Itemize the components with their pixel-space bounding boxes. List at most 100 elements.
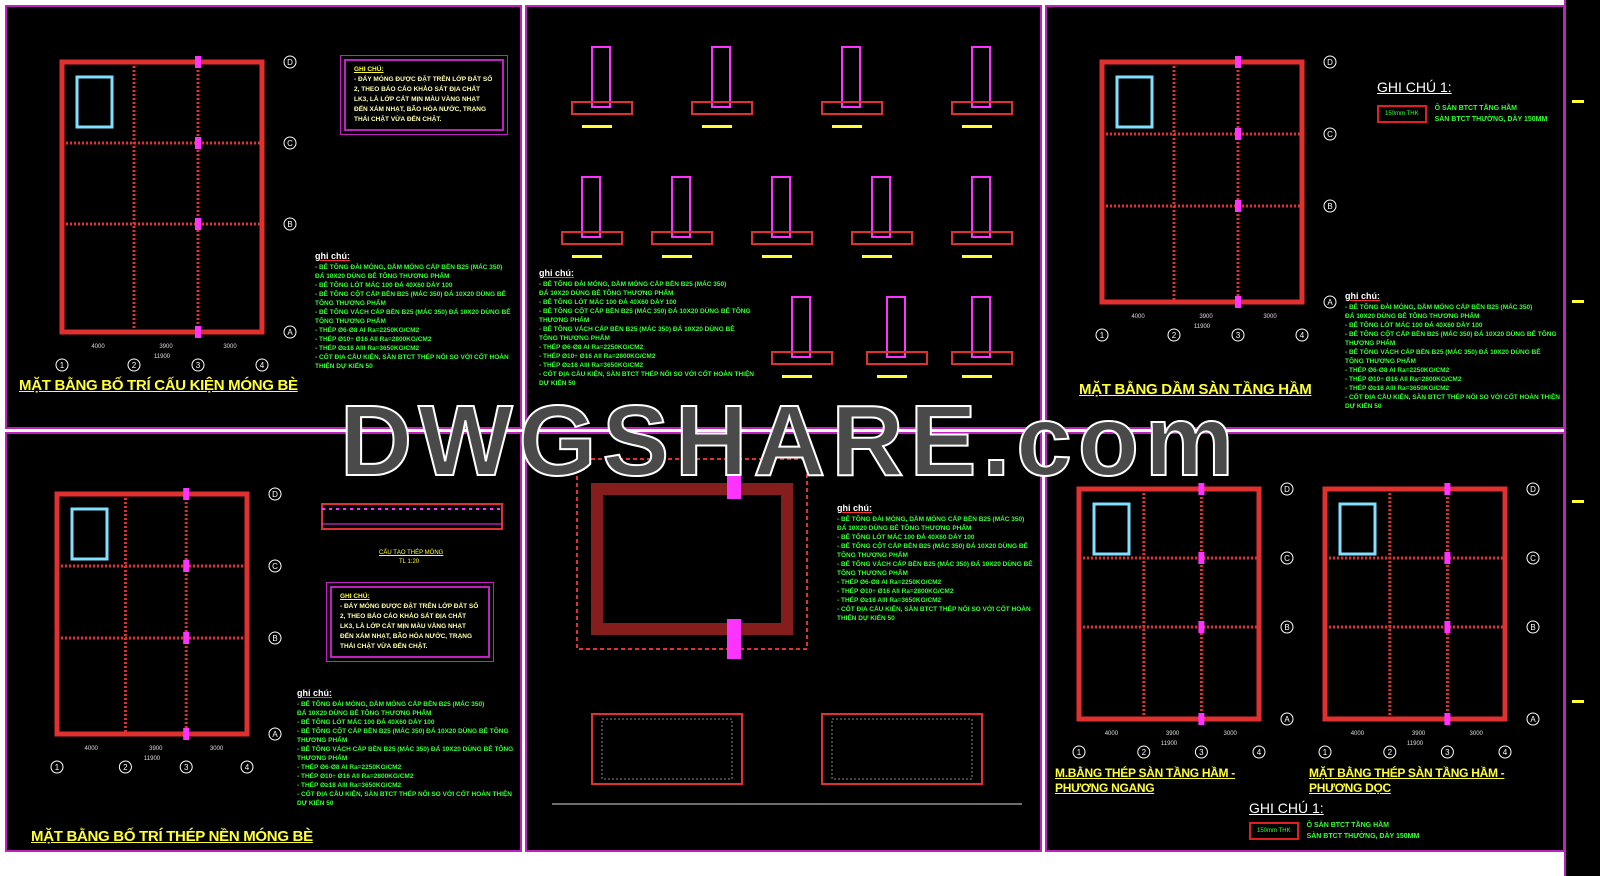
note-line: - BÊ TÔNG CỘT CẤP BỀN B25 (MÁC 350) ĐÁ 1… [1345,331,1557,347]
section-footing [651,231,713,245]
axis-bubble [240,760,254,774]
slab-legend-box: 150mm THK [1377,105,1427,123]
axis-bubble [1231,328,1245,342]
note-line: - BÊ TÔNG VÁCH CẤP BỀN B25 (MÁC 350) ĐÁ … [837,561,1033,577]
column [195,56,201,68]
axis-bubble [283,55,297,69]
column [1235,296,1241,308]
axis-bubble [1280,482,1294,496]
axis-label: C [1530,554,1536,563]
section-wall [791,296,811,358]
axis-bubble [127,358,141,372]
note-line: - BÊ TÔNG ĐÀI MÓNG, DẦM MÓNG CẤP BỀN B25… [1345,304,1533,311]
dimension-label: 4000 [91,344,105,350]
dimension-total: 11900 [154,354,171,360]
ghichu-heading: GHI CHÚ 1: [1249,800,1324,816]
section-wall [711,46,731,108]
axis-label: C [272,562,278,571]
axis-label: B [1327,202,1332,211]
note-line: ĐÁ 10X20 DÙNG BÊ TÔNG THƯƠNG PHẨM [1345,313,1480,320]
stair-core [1338,502,1377,556]
note-line: - THÉP Ø10÷ Ø16 AII Ra=2800KG/CM2 [539,353,656,360]
axis-label: D [1327,58,1333,67]
section-wall [841,46,861,108]
note-line: - THÉP Ø≥18 AIII Ra=3650KG/CM2 [539,362,644,369]
callout-text: - ĐÁY MÓNG ĐƯỢC ĐẶT TRÊN LỚP ĐẤT SỐ 2, T… [340,603,479,650]
note-line: - BÊ TÔNG LÓT MÁC 100 ĐÁ 40X60 DÀY 100 [539,299,677,306]
column [1444,483,1451,495]
ghichu-heading: GHI CHÚ 1: [1377,79,1452,95]
column [183,632,190,644]
note-line: - THÉP Ø10÷ Ø16 AII Ra=2800KG/CM2 [315,336,432,343]
axis-label: C [287,139,293,148]
axis-bubble [268,727,282,741]
note-line: - BÊ TÔNG CỘT CẤP BỀN B25 (MÁC 350) ĐÁ 1… [539,308,751,324]
legend-line1: Ô SÀN BTCT TẦNG HẦM [1434,105,1518,112]
dimension-label: 3900 [1412,731,1426,737]
axis-bubble [1252,745,1266,759]
section-label [702,125,732,128]
dimension-total: 11900 [144,756,161,762]
general-notes: ghi chú: - BÊ TÔNG ĐÀI MÓNG, DẦM MÓNG CẤ… [297,689,519,808]
geology-note: GHI CHÚ: - ĐÁY MÓNG ĐƯỢC ĐẶT TRÊN LỚP ĐẤ… [326,582,494,662]
axis-bubble [1526,712,1540,726]
axis-label: A [1327,298,1333,307]
drawing-title: MẶT BẰNG DẦM SÀN TẦNG HẦM [1079,381,1312,398]
axis-label: 2 [1142,748,1147,757]
dimension-label: 3000 [1263,314,1277,320]
section-details [561,46,1013,378]
note-line: - BÊ TÔNG LÓT MÁC 100 ĐÁ 40X60 DÀY 100 [297,719,435,726]
axis-label: C [1327,130,1333,139]
note-line: - CỐT ĐỊA CẦU KIỆN, SÀN BTCT THÉP NỐI SO… [1345,394,1560,410]
axis-bubble [1498,745,1512,759]
note-line: ĐÁ 10X20 DÙNG BÊ TÔNG THƯƠNG PHẨM [315,273,450,280]
slab-legend-box: 150mm THK [1249,822,1299,840]
note-line: - CỐT ĐỊA CẦU KIỆN, SÀN BTCT THÉP NỐI SO… [837,606,1031,622]
general-notes: ghi chú: - BÊ TÔNG ĐÀI MÓNG, DẦM MÓNG CẤ… [837,504,1037,623]
dimension-label: 3900 [1166,731,1180,737]
column [195,326,201,338]
axis-label: 3 [1199,748,1204,757]
legend-line2: SÀN BTCT THƯỜNG, DÀY 150MM [1306,833,1420,840]
section-footing [951,231,1013,245]
axis-label: 1 [55,763,60,772]
axis-bubble [1323,295,1337,309]
axis-label: D [1284,485,1290,494]
note-line: - BÊ TÔNG CỘT CẤP BỀN B25 (MÁC 350) ĐÁ 1… [297,728,509,744]
general-notes: ghi chú: - BÊ TÔNG ĐÀI MÓNG, DẦM MÓNG CẤ… [1345,292,1560,411]
axis-bubble [50,760,64,774]
dimension-label: 3900 [159,344,173,350]
callout-heading: GHI CHÚ: [354,66,384,73]
axis-bubble [268,487,282,501]
axis-bubble [283,217,297,231]
slab-outline [1099,59,1305,305]
section-label [762,255,792,258]
axis-label: 4 [1503,748,1508,757]
note-line: - THÉP Ø6-Ø8 AI Ra=2250KG/CM2 [837,579,942,586]
note-line: - THÉP Ø6-Ø8 AI Ra=2250KG/CM2 [315,327,420,334]
drawing-title-horizontal: M.BẰNG THÉP SÀN TẦNG HẦM - PHƯƠNG NGANG [1055,766,1235,795]
note-line: - THÉP Ø≥18 AIII Ra=3650KG/CM2 [1345,385,1450,392]
notes-heading: ghi chú: [539,268,574,278]
notes-heading: ghi chú: [297,688,332,698]
axis-bubble [268,559,282,573]
axis-bubble [283,136,297,150]
section-footing [751,231,813,245]
section-footing [771,351,833,365]
slab-outline [1076,486,1262,722]
section-wall [671,176,691,238]
axis-bubble [179,760,193,774]
stair-core [1092,502,1131,556]
section-label [877,375,907,378]
axis-label: 2 [123,763,128,772]
column [1235,56,1241,68]
note-line: - BÊ TÔNG VÁCH CẤP BỀN B25 (MÁC 350) ĐÁ … [539,326,735,342]
axis-label: 3 [196,361,201,370]
note-line: - THÉP Ø≥18 AIII Ra=3650KG/CM2 [315,345,420,352]
